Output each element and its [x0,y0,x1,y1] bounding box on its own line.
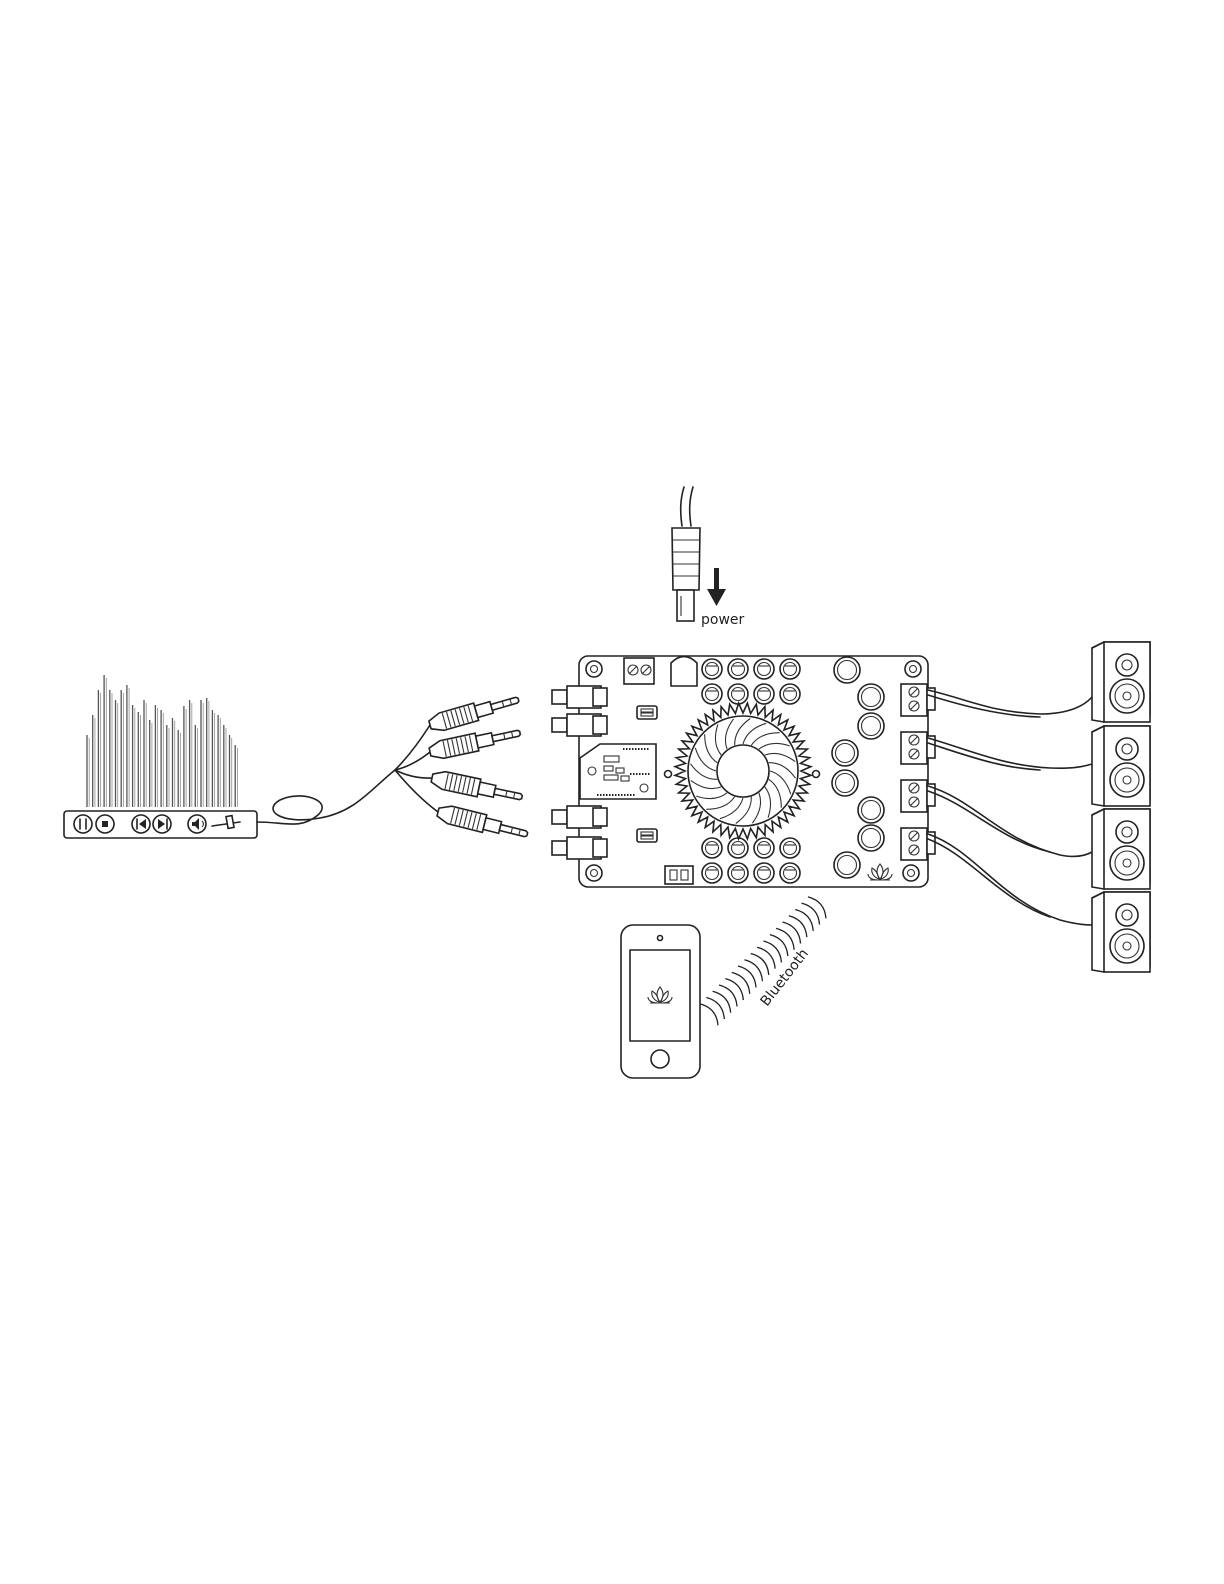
rca-socket [552,806,607,828]
speaker [1092,809,1150,889]
dip-switch [637,706,657,719]
audio-cable [257,770,395,824]
speaker-cables [928,690,1092,925]
audio-jack-plug [428,691,521,734]
bluetooth-label: Bluetooth [758,946,812,1009]
rca-socket [552,686,607,708]
speaker-terminal [901,732,935,764]
audio-jack-plug [430,769,524,806]
speaker [1092,726,1150,806]
power-label: power [701,612,745,628]
bluetooth-module [580,744,656,799]
splitter-wire [395,752,430,770]
fan-hub [717,745,769,797]
rca-socket [552,714,607,736]
speaker-terminal [901,780,935,812]
power-terminal [624,658,654,684]
music-player [64,675,257,838]
speaker-terminal [901,828,935,860]
speaker [1092,642,1150,722]
audio-jack-plug [436,803,530,843]
inductor [671,657,697,687]
equalizer-bars [87,675,237,807]
power-plug [672,487,700,621]
rca-socket [552,837,607,859]
audio-jacks [395,691,529,843]
speakers [1092,642,1150,972]
smartphone [621,925,700,1078]
signal-arc [808,894,830,919]
jumper-header [665,866,693,884]
amplifier-board [552,656,935,887]
dip-switch [637,829,657,842]
speaker-terminal [901,684,935,716]
power-arrow-icon [707,568,726,606]
speaker [1092,892,1150,972]
